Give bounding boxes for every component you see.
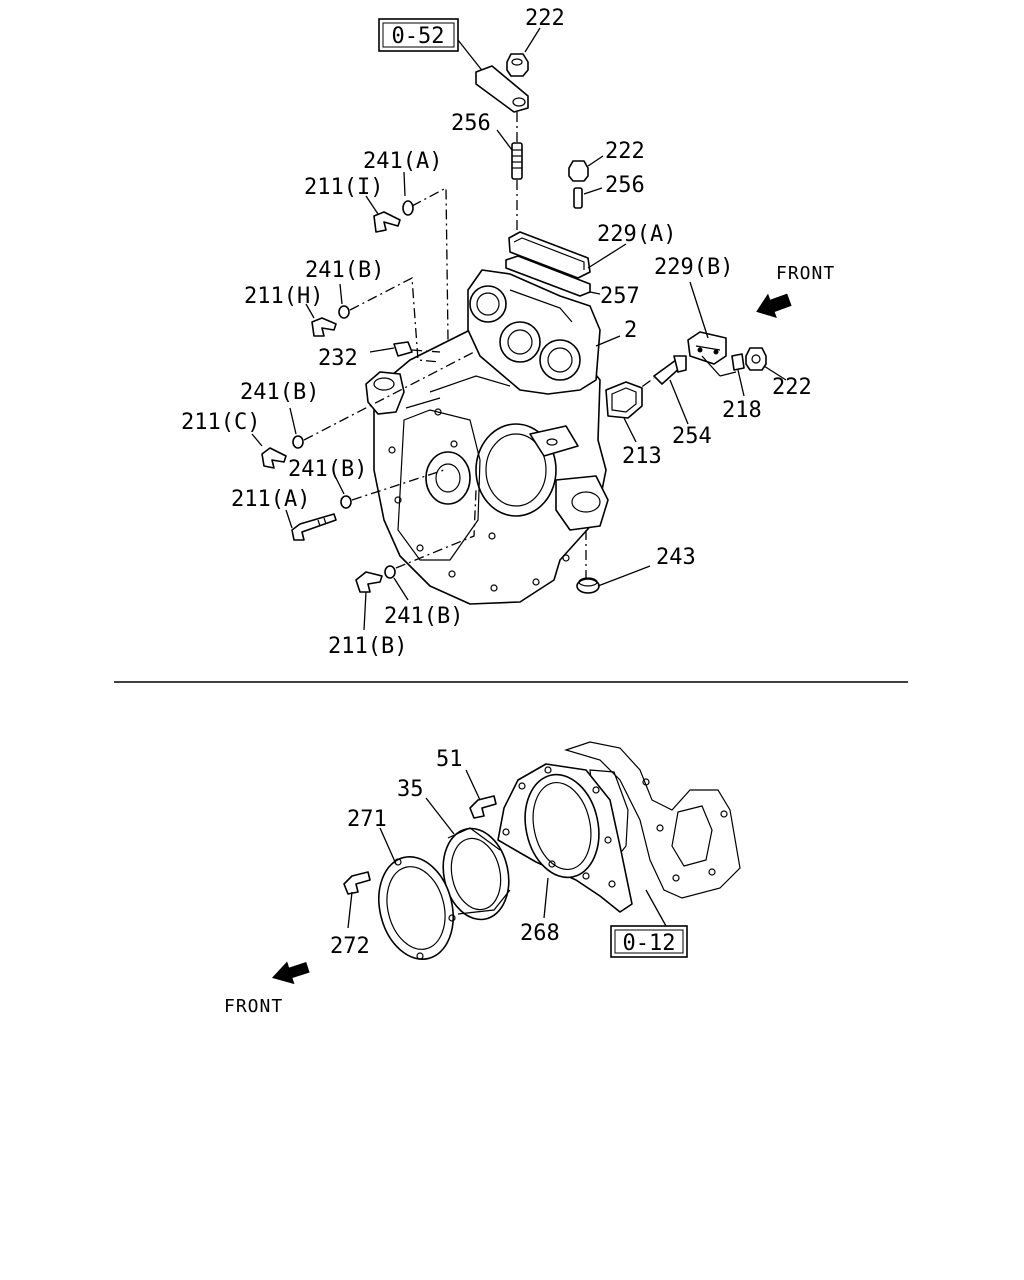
label-2[interactable]: 2 bbox=[624, 318, 637, 343]
label-256-second[interactable]: 256 bbox=[605, 173, 645, 198]
label-241b-4[interactable]: 241(B) bbox=[384, 604, 463, 629]
dowel-pin-232 bbox=[393, 341, 413, 357]
bolt-218 bbox=[731, 353, 745, 397]
label-211c[interactable]: 211(C) bbox=[181, 410, 260, 435]
washer-241b-bottom bbox=[384, 565, 396, 579]
bolt-272 bbox=[343, 871, 371, 895]
label-211a[interactable]: 211(A) bbox=[231, 487, 310, 512]
washer-241b-lower bbox=[340, 495, 352, 509]
bolt-211a bbox=[291, 513, 337, 541]
plug-243 bbox=[576, 577, 600, 594]
nut-222-upper-right bbox=[568, 160, 589, 182]
front-label-top: FRONT bbox=[776, 263, 835, 284]
label-222-right[interactable]: 222 bbox=[772, 375, 812, 400]
stud-256-small bbox=[573, 187, 583, 209]
ref-box-0-12[interactable]: 0-12 bbox=[610, 925, 688, 958]
label-211b[interactable]: 211(B) bbox=[328, 634, 407, 659]
label-51[interactable]: 51 bbox=[436, 747, 463, 772]
label-232[interactable]: 232 bbox=[318, 346, 358, 371]
front-arrow-top: FRONT bbox=[756, 263, 835, 319]
ref-box-0-52-text: 0-52 bbox=[392, 24, 445, 49]
washer-241b-upper bbox=[338, 305, 350, 319]
ref-box-0-52[interactable]: 0-52 bbox=[378, 18, 459, 52]
label-241b-1[interactable]: 241(B) bbox=[305, 258, 384, 283]
label-229b[interactable]: 229(B) bbox=[654, 255, 733, 280]
bolt-51 bbox=[469, 795, 497, 819]
front-arrow-bottom: FRONT bbox=[224, 961, 310, 1017]
label-218[interactable]: 218 bbox=[722, 398, 762, 423]
label-213[interactable]: 213 bbox=[622, 444, 662, 469]
label-211i[interactable]: 211(I) bbox=[304, 175, 383, 200]
label-229a[interactable]: 229(A) bbox=[597, 222, 676, 247]
nut-222-right bbox=[745, 347, 767, 371]
cover-229a bbox=[508, 231, 591, 279]
label-254[interactable]: 254 bbox=[672, 424, 712, 449]
oil-seal-35 bbox=[442, 827, 511, 921]
label-35[interactable]: 35 bbox=[397, 777, 424, 802]
label-222-second[interactable]: 222 bbox=[605, 139, 645, 164]
label-241b-2[interactable]: 241(B) bbox=[240, 380, 319, 405]
ref-box-0-12-text: 0-12 bbox=[623, 931, 676, 956]
rear-oil-seal-assembly: 0-12 FRONT 51 35 271 272 268 bbox=[224, 741, 741, 1017]
gasket-213 bbox=[605, 381, 643, 419]
label-241a[interactable]: 241(A) bbox=[363, 149, 442, 174]
label-272[interactable]: 272 bbox=[330, 934, 370, 959]
flywheel-housing-assembly: 0-52 bbox=[181, 6, 835, 659]
label-243[interactable]: 243 bbox=[656, 545, 696, 570]
label-211h[interactable]: 211(H) bbox=[244, 284, 323, 309]
bracket-plate bbox=[475, 65, 529, 113]
bolt-211c bbox=[261, 447, 287, 469]
flywheel-housing-2 bbox=[365, 269, 609, 605]
label-268[interactable]: 268 bbox=[520, 921, 560, 946]
label-257[interactable]: 257 bbox=[600, 284, 640, 309]
retainer-268 bbox=[497, 763, 633, 913]
stud-256 bbox=[511, 142, 523, 180]
bolt-211h bbox=[311, 317, 337, 337]
nut-222-top bbox=[506, 53, 529, 77]
label-271[interactable]: 271 bbox=[347, 807, 387, 832]
washer-241b-mid bbox=[292, 435, 304, 449]
bolt-211b bbox=[355, 571, 383, 593]
label-256-top[interactable]: 256 bbox=[451, 111, 491, 136]
bracket-229b bbox=[687, 331, 727, 365]
label-222-top[interactable]: 222 bbox=[525, 6, 565, 31]
front-label-bottom: FRONT bbox=[224, 996, 283, 1017]
washer-241a bbox=[402, 200, 414, 216]
bolt-254 bbox=[653, 355, 687, 385]
cover-271 bbox=[378, 855, 456, 961]
bolt-211i bbox=[373, 211, 401, 233]
label-241b-3[interactable]: 241(B) bbox=[288, 457, 367, 482]
